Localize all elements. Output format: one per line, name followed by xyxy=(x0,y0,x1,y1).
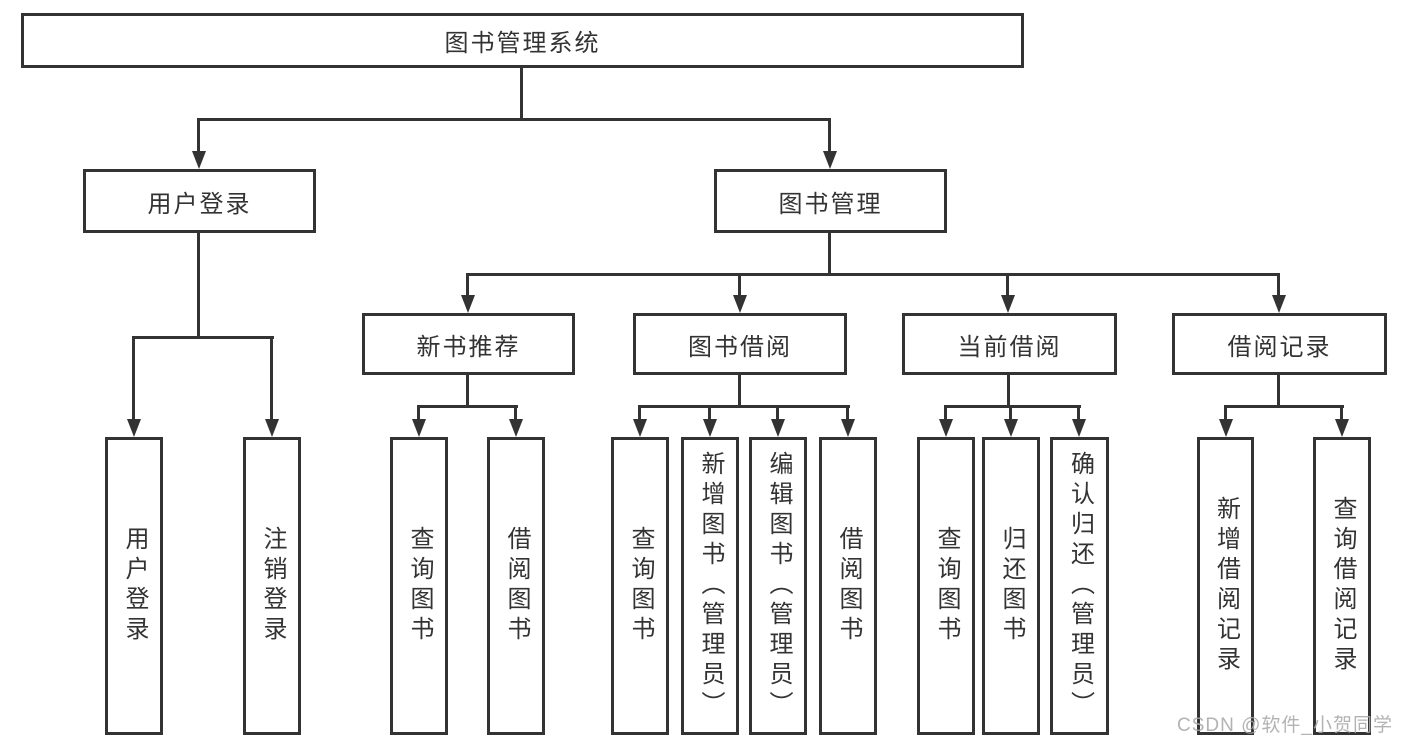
leaf-user-login: 用户登录 xyxy=(105,437,163,735)
leaf-query-books-recommend: 查询图书 xyxy=(390,437,448,735)
leaf-query-books-current: 查询图书 xyxy=(917,437,975,735)
arrow-down-icon xyxy=(703,419,717,437)
connector-line xyxy=(197,118,200,153)
node-borrow-records: 借阅记录 xyxy=(1172,313,1387,375)
arrow-down-icon xyxy=(461,295,475,313)
leaf-edit-book-admin: 编辑图书（管理员） xyxy=(749,437,807,735)
node-current-borrow-label: 当前借阅 xyxy=(957,333,1062,361)
csdn-watermark: CSDN @软件_小贺同学 xyxy=(1177,715,1393,736)
connector-line xyxy=(466,273,469,297)
leaf-user-login-label: 用户登录 xyxy=(121,526,148,646)
connector-line xyxy=(1277,273,1280,297)
connector-line xyxy=(638,405,850,408)
connector-line xyxy=(1340,405,1343,421)
node-book-borrow: 图书借阅 xyxy=(633,313,847,375)
connector-line xyxy=(1077,405,1080,421)
connector-line xyxy=(708,405,711,421)
connector-line xyxy=(1009,405,1012,421)
arrow-down-icon xyxy=(265,419,279,437)
leaf-query-borrow-record: 查询借阅记录 xyxy=(1313,437,1371,735)
connector-line xyxy=(944,405,947,421)
arrow-down-icon xyxy=(412,419,426,437)
arrow-down-icon xyxy=(1004,419,1018,437)
arrow-down-icon xyxy=(1272,295,1286,313)
connector-line xyxy=(1224,405,1344,408)
leaf-confirm-return-admin-label: 确认归还（管理员） xyxy=(1066,451,1094,721)
connector-line xyxy=(738,375,741,407)
leaf-return-book: 归还图书 xyxy=(982,437,1040,735)
connector-line xyxy=(417,405,518,408)
leaf-logout-label: 注销登录 xyxy=(259,526,286,646)
leaf-query-books-borrow-label: 查询图书 xyxy=(627,526,654,646)
arrow-down-icon xyxy=(1001,295,1015,313)
connector-line xyxy=(738,273,741,297)
arrow-down-icon xyxy=(1335,419,1349,437)
leaf-query-borrow-record-label: 查询借阅记录 xyxy=(1329,496,1356,676)
connector-line xyxy=(1277,375,1280,407)
node-user-login-label: 用户登录 xyxy=(147,190,252,218)
node-current-borrow: 当前借阅 xyxy=(902,313,1117,375)
connector-line xyxy=(514,405,517,421)
arrow-down-icon xyxy=(192,151,206,169)
leaf-borrow-books-recommend-label: 借阅图书 xyxy=(503,526,530,646)
connector-line xyxy=(776,405,779,421)
leaf-borrow-books-borrow-label: 借阅图书 xyxy=(835,526,862,646)
leaf-query-books-current-label: 查询图书 xyxy=(933,526,960,646)
arrow-down-icon xyxy=(771,419,785,437)
arrow-down-icon xyxy=(939,419,953,437)
leaf-query-books-recommend-label: 查询图书 xyxy=(406,526,433,646)
leaf-add-book-admin: 新增图书（管理员） xyxy=(681,437,739,735)
connector-line xyxy=(197,118,831,121)
arrow-down-icon xyxy=(1219,419,1233,437)
connector-line xyxy=(1006,273,1009,297)
connector-line xyxy=(520,68,523,120)
connector-line xyxy=(828,233,831,275)
connector-line xyxy=(132,336,135,421)
node-book-management-label: 图书管理 xyxy=(778,190,883,218)
leaf-edit-book-admin-label: 编辑图书（管理员） xyxy=(765,451,792,721)
arrow-down-icon xyxy=(1072,419,1086,437)
node-new-book-recommend-label: 新书推荐 xyxy=(416,333,521,361)
node-root: 图书管理系统 xyxy=(21,13,1024,68)
leaf-confirm-return-admin: 确认归还（管理员） xyxy=(1050,437,1109,735)
connector-line xyxy=(417,405,420,421)
node-book-borrow-label: 图书借阅 xyxy=(688,333,792,361)
node-new-book-recommend: 新书推荐 xyxy=(362,313,575,375)
connector-line xyxy=(466,375,469,407)
leaf-borrow-books-borrow: 借阅图书 xyxy=(819,437,877,735)
arrow-down-icon xyxy=(733,295,747,313)
node-root-label: 图书管理系统 xyxy=(444,30,601,57)
node-book-management: 图书管理 xyxy=(714,169,947,233)
connector-line xyxy=(132,336,274,339)
connector-line xyxy=(944,405,1081,408)
node-borrow-records-label: 借阅记录 xyxy=(1227,333,1332,361)
arrow-down-icon xyxy=(127,419,141,437)
arrow-down-icon xyxy=(633,419,647,437)
node-user-login: 用户登录 xyxy=(83,169,316,233)
connector-line xyxy=(466,273,1280,276)
connector-line xyxy=(846,405,849,421)
connector-line xyxy=(197,233,200,338)
leaf-add-borrow-record: 新增借阅记录 xyxy=(1197,437,1254,735)
connector-line xyxy=(828,118,831,153)
connector-line xyxy=(1007,375,1010,407)
leaf-query-books-borrow: 查询图书 xyxy=(611,437,669,735)
connector-line xyxy=(1224,405,1227,421)
arrow-down-icon xyxy=(841,419,855,437)
leaf-add-borrow-record-label: 新增借阅记录 xyxy=(1212,496,1240,676)
leaf-borrow-books-recommend: 借阅图书 xyxy=(487,437,545,735)
leaf-add-book-admin-label: 新增图书（管理员） xyxy=(697,451,724,721)
arrow-down-icon xyxy=(509,419,523,437)
connector-line xyxy=(270,336,273,421)
leaf-logout: 注销登录 xyxy=(243,437,301,735)
leaf-return-book-label: 归还图书 xyxy=(998,526,1025,646)
arrow-down-icon xyxy=(823,151,837,169)
connector-line xyxy=(638,405,641,421)
